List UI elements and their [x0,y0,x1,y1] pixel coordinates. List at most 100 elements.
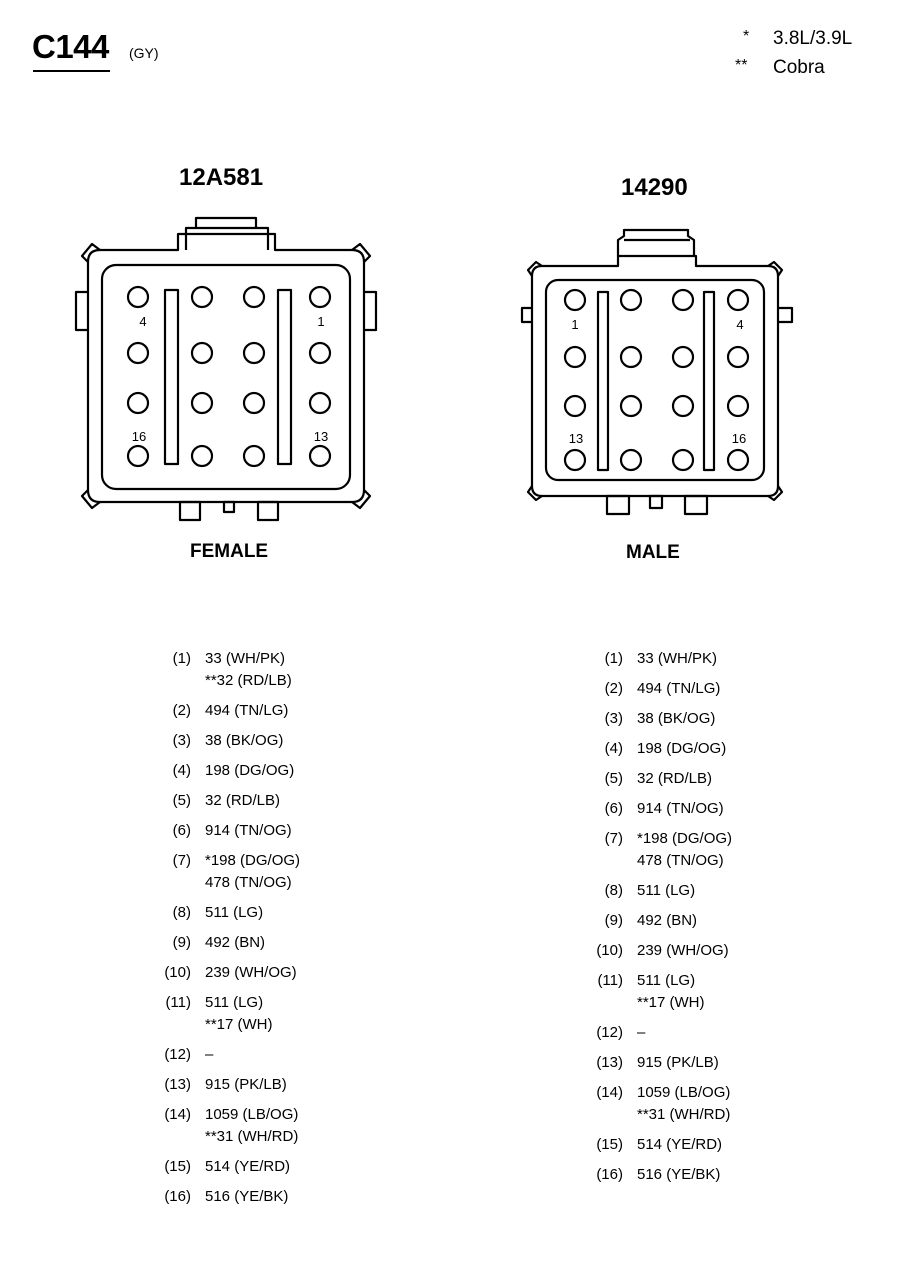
pinout-row: (1)33 (WH/PK)**32 (RD/LB) [173,648,300,692]
pin-number: (16) [164,1188,191,1205]
male-pinout-list: (1)33 (WH/PK)(2)494 (TN/LG)(3)38 (BK/OG)… [596,648,733,1194]
pin-number: (8) [604,882,623,899]
female-bottom-lug-right [256,500,280,522]
wire-circuit: 514 (YE/RD) [637,1136,723,1153]
wire-circuit: 915 (PK/LB) [205,1076,287,1093]
male-connector-face [520,228,794,516]
pinout-row: (12)– [596,1022,732,1044]
pinout-row: (3)38 (BK/OG) [605,708,732,730]
wire-circuit: 1059 (LB/OG) [637,1084,731,1101]
pin-cavity [671,288,695,312]
pinout-row: (10)239 (WH/OG) [596,940,732,962]
wire-circuit: **32 (RD/LB) [205,672,292,689]
pinout-row: (14) 1059 (LB/OG) **31 (WH/RD) [164,1104,300,1148]
pin-cavity [308,391,332,415]
pin-cavity [242,444,266,468]
pin-number: (12) [596,1024,623,1041]
connector-color: (GY) [129,45,159,61]
pin-number: (5) [172,792,191,809]
pin-cavity [563,448,587,472]
pinout-row: (9)492 (BN) [605,910,732,932]
male-latch [616,228,696,256]
pin-number: (7) [172,852,191,869]
wire-circuit: 492 (BN) [205,934,266,951]
pin-cavity [126,341,150,365]
pin-number: (15) [596,1136,623,1153]
connector-diagrams: 4 1 16 13 1 4 13 16 [74,216,794,522]
pinout-row: (10)239 (WH/OG) [164,962,300,984]
wire-circuit: 494 (TN/LG) [637,680,721,697]
wire-circuit: *198 (DG/OG) [637,830,733,847]
pin-cavity [308,444,332,468]
wire-circuit: 516 (YE/BK) [637,1166,721,1183]
pin-cavity [126,444,150,468]
pin-number: (10) [164,964,191,981]
pin-number: (4) [604,740,623,757]
pinout-row: (7)*198 (DG/OG)478 (TN/OG) [173,850,300,894]
pinout-row: (5) 32 (RD/LB) [173,790,300,812]
wire-circuit: 511 (LG) [205,994,264,1011]
male-bottom-lug-right [683,494,709,516]
pin-cavity [563,288,587,312]
pinout-row: (15) 514 (YE/RD) [596,1134,732,1156]
pinout-row: (5) 32 (RD/LB) [605,768,732,790]
female-divider-right [276,288,293,466]
female-pin-label: 1 [317,314,324,329]
wire-circuit: **31 (WH/RD) [205,1128,299,1145]
pin-number: (5) [604,770,623,787]
wire-circuit: 511 (LG) [205,904,264,921]
male-pin-cavities [563,288,750,472]
pinout-row: (2)494 (TN/LG) [173,700,300,722]
wire-circuit: 914 (TN/OG) [205,822,292,839]
pinout-row: (11)511 (LG)**17 (WH) [165,992,300,1036]
pin-number: (2) [172,702,191,719]
wire-circuit: 38 (BK/OG) [205,732,284,749]
wire-circuit: 198 (DG/OG) [637,740,727,757]
pin-number: (4) [172,762,191,779]
pin-cavity [619,448,643,472]
pin-number: (9) [604,912,623,929]
female-pin-cavities [126,285,332,468]
pin-cavity [190,444,214,468]
title-underline [33,70,110,72]
female-side-tabs [74,290,378,332]
pin-cavity [190,285,214,309]
female-housing-inner [100,263,352,491]
male-pin-label: 4 [736,317,743,332]
female-latch [184,216,270,250]
pin-cavity [126,285,150,309]
male-housing-inner [544,278,766,482]
note-mark: * [743,28,750,45]
wire-circuit: 32 (RD/LB) [205,792,281,809]
male-pin-label: 13 [569,431,583,446]
connector-id: C144 [32,28,109,65]
pin-number: (1) [604,650,623,667]
pinout-row: (3)38 (BK/OG) [173,730,300,752]
pin-cavity [126,391,150,415]
pin-number: (14) [164,1106,191,1123]
pin-cavity [242,341,266,365]
wire-circuit: 198 (DG/OG) [205,762,295,779]
wire-circuit: 514 (YE/RD) [205,1158,291,1175]
note-engine: * 3.8L/3.9L [743,28,852,50]
male-part-number: 14290 [621,174,688,201]
wire-circuit: 38 (BK/OG) [637,710,716,727]
pin-number: (12) [164,1046,191,1063]
pin-cavity [726,288,750,312]
pin-cavity [726,345,750,369]
female-bottom-lug-center [222,500,236,514]
wire-circuit: 32 (RD/LB) [637,770,713,787]
pin-number: (13) [164,1076,191,1093]
wire-circuit: 1059 (LB/OG) [205,1106,299,1123]
male-bottom-lug-center [648,494,664,510]
pin-cavity [619,394,643,418]
pin-number: (6) [172,822,191,839]
pinout-row: (12)– [164,1044,300,1066]
pinout-row: (2)494 (TN/LG) [605,678,732,700]
pinout-row: (14)1059 (LB/OG)**31 (WH/RD) [596,1082,732,1126]
female-pin-label: 4 [139,314,146,329]
female-housing-outer [86,232,366,504]
female-pinout-list: (1)33 (WH/PK)**32 (RD/LB)(2)494 (TN/LG)(… [164,648,300,1216]
pin-number: (6) [604,800,623,817]
pin-cavity [619,288,643,312]
